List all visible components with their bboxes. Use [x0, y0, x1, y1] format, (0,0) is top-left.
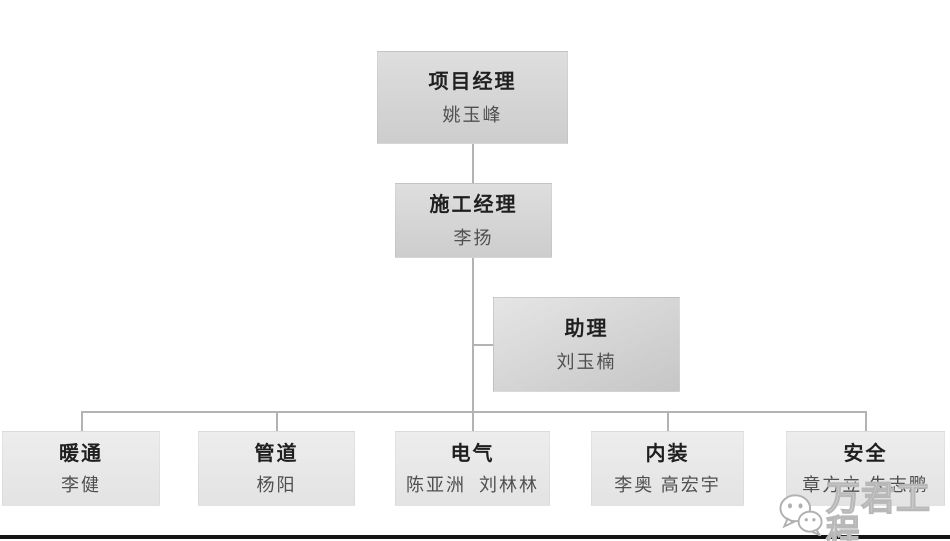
- node-person: 李奥 高宏宇: [614, 474, 721, 495]
- node-person: 李健: [61, 474, 101, 495]
- org-node-electrical: 电气 陈亚洲 刘林林: [395, 431, 550, 506]
- node-role: 安全: [843, 442, 888, 465]
- node-person: 刘玉楠: [556, 351, 617, 372]
- org-node-safety: 安全 章方立 朱志鹏: [786, 431, 945, 506]
- connector-drop-safety: [865, 411, 867, 431]
- connector-cm-to-bus: [472, 258, 474, 431]
- connector-to-assistant: [474, 344, 494, 346]
- node-role: 电气: [450, 442, 495, 465]
- org-node-hvac: 暖通 李健: [2, 431, 160, 506]
- org-node-construction-manager: 施工经理 李扬: [395, 183, 552, 258]
- org-node-project-manager: 项目经理 姚玉峰: [377, 51, 568, 144]
- org-node-assistant: 助理 刘玉楠: [493, 297, 680, 392]
- node-person: 姚玉峰: [442, 104, 503, 125]
- connector-drop-piping: [276, 411, 278, 431]
- connector-drop-hvac: [81, 411, 83, 431]
- node-role: 助理: [564, 317, 609, 340]
- node-person: 章方立 朱志鹏: [802, 474, 929, 495]
- node-role: 暖通: [59, 442, 103, 465]
- node-person: 陈亚洲 刘林林: [406, 474, 539, 495]
- node-role: 项目经理: [428, 70, 517, 93]
- node-person: 杨阳: [256, 474, 297, 495]
- org-node-interior: 内装 李奥 高宏宇: [591, 431, 744, 506]
- node-person: 李扬: [453, 227, 494, 248]
- node-role: 施工经理: [429, 193, 518, 216]
- connector-drop-interior: [667, 411, 669, 431]
- bottom-divider-line: [0, 535, 950, 539]
- connector-bottom-bus: [81, 411, 867, 413]
- connector-pm-to-cm: [472, 144, 474, 183]
- node-role: 管道: [254, 442, 299, 465]
- node-role: 内装: [645, 442, 690, 465]
- org-node-piping: 管道 杨阳: [198, 431, 355, 506]
